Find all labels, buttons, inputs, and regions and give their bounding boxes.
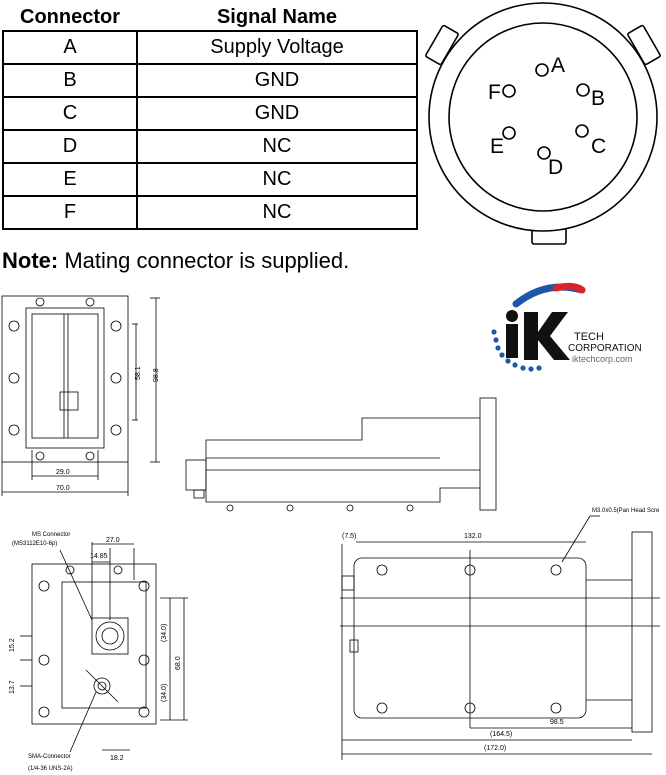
sma-connector-label: SMA-Connector [28, 754, 71, 760]
header-signal-name: Signal Name [216, 5, 338, 28]
dim-side-985: 98.5 [550, 719, 564, 726]
logo-swoosh-red [552, 282, 586, 294]
screw-spec-label: M3.0x0.5(Pan Head Scre [592, 508, 660, 514]
dim-bottom-340a: (34.0) [161, 624, 168, 642]
note-body: Mating connector is supplied. [58, 248, 350, 273]
ms-connector-part: (MS3112E10-6p) [12, 541, 57, 547]
sma-thread-label: (1/4-36 UNS-2A) [28, 766, 73, 772]
pin-d-label: D [548, 156, 563, 179]
iktech-logo: TECH CORPORATION iktechcorp.com [491, 282, 642, 372]
dim-bottom-340b: (34.0) [161, 684, 168, 702]
logo-ik-mark [506, 310, 570, 360]
dim-side-75: (7.5) [342, 533, 356, 540]
signal-cell: Supply Voltage [136, 30, 418, 65]
side-detail-drawing [340, 515, 660, 760]
pin-cell: C [2, 96, 138, 131]
connector-outer-ring [428, 2, 658, 232]
dim-bottom-182: 18.2 [110, 755, 124, 762]
pin-b-socket [576, 83, 590, 97]
bottom-view-drawing [20, 542, 188, 753]
connector-inner-ring [448, 22, 638, 212]
pin-f-label: F [488, 81, 501, 104]
signal-cell: NC [136, 129, 418, 164]
dim-front-outer-width: 70.0 [56, 485, 70, 492]
pin-d-socket [537, 146, 551, 160]
dim-front-inner-height: 58.1 [135, 366, 142, 380]
pin-cell: D [2, 129, 138, 164]
mechanical-drawings: 58.1 98.8 29.0 70.0 MS Connector (MS3112… [1, 295, 660, 772]
pin-a-label: A [551, 54, 565, 77]
connector-bayonet-left [425, 24, 459, 66]
logo-corporation-text: CORPORATION [568, 343, 642, 354]
signal-cell: NC [136, 195, 418, 230]
dim-bottom-680: 68.0 [175, 656, 182, 670]
side-view-drawing [185, 397, 497, 512]
dim-side-1645: (164.5) [490, 731, 512, 738]
pin-a-socket [535, 63, 549, 77]
pin-c-label: C [591, 135, 606, 158]
pin-b-label: B [591, 87, 605, 110]
pin-cell: A [2, 30, 138, 65]
dim-front-inner-width: 29.0 [56, 469, 70, 476]
pin-cell: E [2, 162, 138, 197]
signal-cell: GND [136, 63, 418, 98]
front-view-drawing [1, 295, 160, 496]
pin-cell: F [2, 195, 138, 230]
dim-front-outer-height: 98.8 [153, 368, 160, 382]
connector-bayonet-right [627, 24, 661, 66]
table-header-row: Connector Signal Name [3, 4, 417, 31]
logo-dots [491, 329, 542, 372]
pin-e-label: E [490, 135, 504, 158]
logo-url-text: iktechcorp.com [572, 354, 633, 364]
pin-e-socket [502, 126, 516, 140]
pin-c-socket [575, 124, 589, 138]
note-label: Note: [2, 248, 59, 273]
dim-bottom-152: 15.2 [9, 638, 16, 652]
dim-bottom-137: 13.7 [9, 680, 16, 694]
signal-cell: GND [136, 96, 418, 131]
logo-tech-text: TECH [574, 331, 604, 343]
connector-face-diagram: A B C D E F [425, 2, 661, 245]
ms-connector-label: MS Connector [32, 532, 70, 538]
dim-side-1320: 132.0 [464, 533, 482, 540]
pin-f-socket [502, 84, 516, 98]
signal-cell: NC [136, 162, 418, 197]
dim-side-1720: (172.0) [484, 745, 506, 752]
pin-cell: B [2, 63, 138, 98]
dim-bottom-270: 27.0 [106, 537, 120, 544]
dim-bottom-1485: 14.85 [90, 553, 108, 560]
note-text: Note: Mating connector is supplied. [2, 248, 349, 274]
header-connector: Connector [20, 5, 120, 28]
